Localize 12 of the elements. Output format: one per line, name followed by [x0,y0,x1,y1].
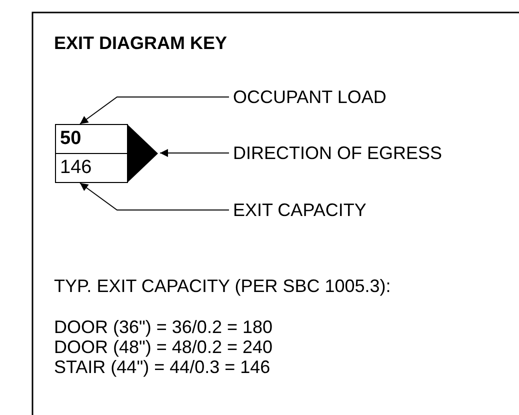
callout-label: DIRECTION OF EGRESS [233,142,442,164]
leader-line [80,96,230,124]
capacity-formula: STAIR (44") = 44/0.3 = 146 [54,357,270,378]
callout-label: EXIT CAPACITY [233,199,366,221]
leader-line [80,182,230,210]
key-title: EXIT DIAGRAM KEY [54,33,228,54]
capacity-formula: DOOR (36") = 36/0.2 = 180 [54,316,273,338]
egress-direction-triangle [127,124,158,183]
leader-line [160,149,230,157]
callout-label: OCCUPANT LOAD [233,86,386,108]
note-heading: TYP. EXIT CAPACITY (PER SBC 1005.3): [54,275,391,297]
capacity-formula: DOOR (48") = 48/0.2 = 240 [54,337,273,358]
